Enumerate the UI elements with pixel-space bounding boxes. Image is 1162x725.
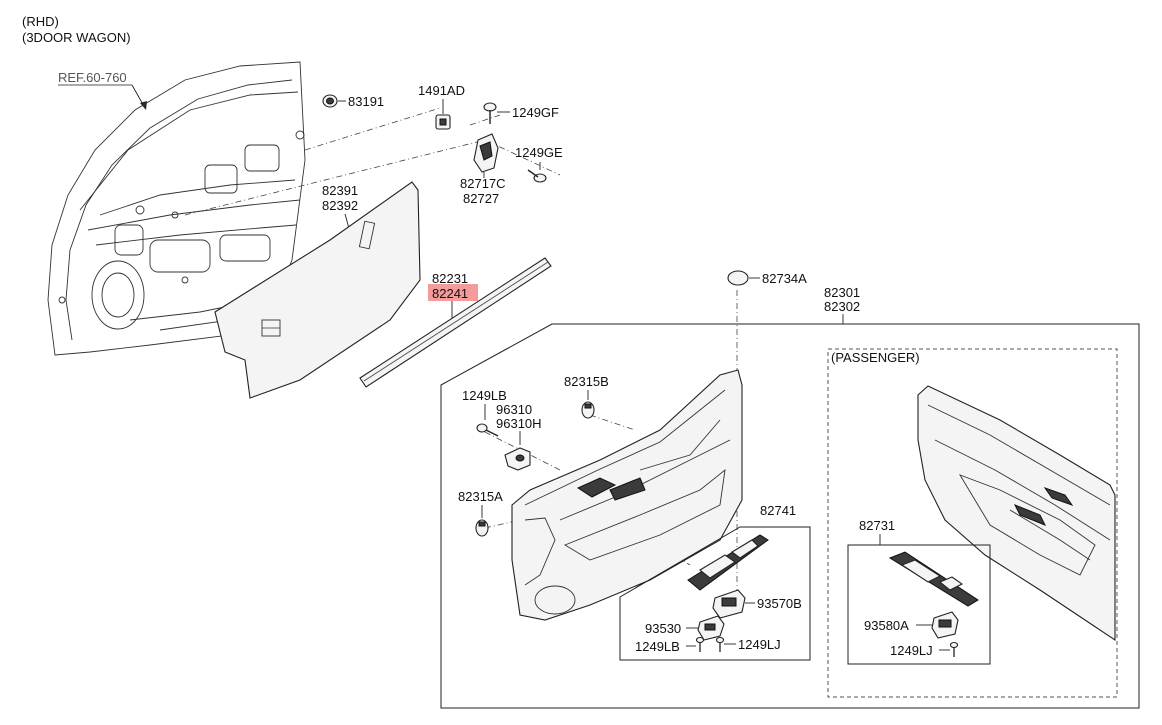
sealing-cover-82391[interactable] [214,181,421,399]
bracket-82717C[interactable] [473,133,499,173]
label-82231[interactable]: 82231 [432,271,468,286]
speaker-96310[interactable] [504,447,531,471]
header-line-1: (RHD) [22,14,59,29]
label-1249LJ-driver[interactable]: 1249LJ [738,637,781,652]
label-82727[interactable]: 82727 [463,191,499,206]
label-1249LJ-passenger[interactable]: 1249LJ [890,643,933,658]
door-trim-assembly-box [440,323,1140,709]
label-83191[interactable]: 83191 [348,94,384,109]
screw-1249LJ-passenger[interactable] [949,641,959,658]
label-96310H[interactable]: 96310H [496,416,542,431]
header-line-2: (3DOOR WAGON) [22,30,131,45]
clip-82315B[interactable] [581,401,595,419]
switch-box-82741 [619,526,811,661]
label-93570B[interactable]: 93570B [757,596,802,611]
highlight-82241 [428,284,478,301]
label-82731[interactable]: 82731 [859,518,895,533]
label-82717C[interactable]: 82717C [460,176,506,191]
label-93530[interactable]: 93530 [645,621,681,636]
label-1249LB-lower[interactable]: 1249LB [635,639,680,654]
label-93580A[interactable]: 93580A [864,618,909,633]
screw-1249GE[interactable] [527,169,547,183]
label-82241[interactable]: 82241 [432,286,468,301]
door-trim-passenger[interactable] [917,385,1116,642]
screw-1249LB-lower[interactable] [695,636,705,653]
switch-panel-82741[interactable] [687,534,769,591]
label-82315B[interactable]: 82315B [564,374,609,389]
label-82392[interactable]: 82392 [322,198,358,213]
switch-93580A[interactable] [931,611,959,639]
label-1491AD[interactable]: 1491AD [418,83,465,98]
door-trim-driver[interactable] [511,369,743,621]
passenger-label: (PASSENGER) [831,350,920,365]
label-96310[interactable]: 96310 [496,402,532,417]
cap-82734A[interactable] [727,270,749,286]
switch-93570B[interactable] [712,589,746,619]
label-82741[interactable]: 82741 [760,503,796,518]
clip-82315A[interactable] [475,519,489,537]
reference-arrowhead [140,101,147,110]
plug-83191[interactable] [322,94,338,108]
weatherstrip-82241[interactable] [359,257,552,388]
label-1249GE[interactable]: 1249GE [515,145,563,160]
passenger-box [827,348,1118,698]
label-1249GF[interactable]: 1249GF [512,105,559,120]
reference-label[interactable]: REF.60-760 [58,70,127,85]
label-82302[interactable]: 82302 [824,299,860,314]
switch-panel-82731[interactable] [888,551,979,607]
label-82734A[interactable]: 82734A [762,271,807,286]
switch-93530[interactable] [697,615,725,641]
clip-1491AD[interactable] [435,114,451,130]
screw-1249LJ-driver[interactable] [715,636,725,653]
label-82391[interactable]: 82391 [322,183,358,198]
label-82301[interactable]: 82301 [824,285,860,300]
switch-box-82731 [847,544,991,665]
screw-1249LB-upper[interactable] [476,423,499,437]
screw-1249GF[interactable] [483,102,497,124]
label-82315A[interactable]: 82315A [458,489,503,504]
label-1249LB-upper[interactable]: 1249LB [462,388,507,403]
